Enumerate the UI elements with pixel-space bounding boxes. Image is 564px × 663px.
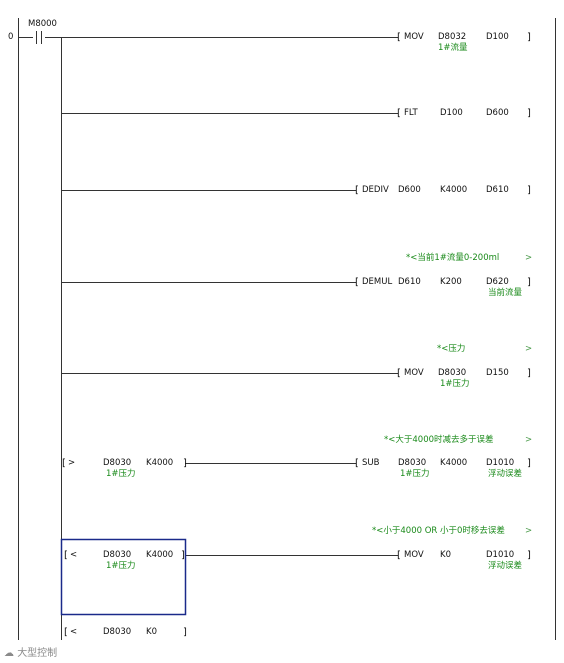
cmp-a: D8030 [103, 550, 132, 560]
cmp-a: D8030 [103, 458, 132, 468]
cmp-a-comment: 1#压力 [106, 561, 136, 571]
rung-note-flow: *<当前1#流量0-200ml [406, 253, 500, 263]
cmp-b: K0 [146, 627, 157, 637]
more-marker: > [525, 526, 533, 536]
instr-op: DEDIV [362, 185, 389, 195]
instr-src-comment: 1#流量 [438, 43, 468, 53]
instr-a: D600 [398, 185, 421, 195]
instr-dst: D1010 [486, 458, 515, 468]
rung-note-under: *<小于4000 OR 小于0时移去误差 [372, 526, 505, 536]
instr-b: K4000 [440, 185, 468, 195]
instr-op: MOV [404, 368, 424, 378]
more-marker: > [525, 344, 533, 354]
selection-box [60, 538, 187, 616]
instr-op: DEMUL [362, 277, 393, 287]
instr-src: D100 [440, 108, 463, 118]
step-number: 0 [8, 32, 14, 42]
instr-dst: D600 [486, 108, 509, 118]
instr-a: D610 [398, 277, 421, 287]
contact-m8000-label[interactable]: M8000 [28, 19, 57, 29]
instr-src-comment: 1#压力 [440, 379, 470, 389]
instr-dst: D620 [486, 277, 509, 287]
instr-op: SUB [362, 458, 380, 468]
instr-dst: D100 [486, 32, 509, 42]
instr-b: K4000 [440, 458, 468, 468]
rung-note-over: *<大于4000时减去多于误差 [384, 435, 494, 445]
instr-dst-comment: 当前流量 [488, 288, 523, 298]
cmp-b: K4000 [146, 550, 174, 560]
instr-op: MOV [404, 32, 424, 42]
instr-dst: D150 [486, 368, 509, 378]
cmp-op: < [70, 627, 78, 637]
instr-a: D8030 [398, 458, 427, 468]
cmp-a: D8030 [103, 627, 132, 637]
instr-dst-comment: 浮动误差 [488, 469, 523, 479]
cmp-op: > [68, 458, 76, 468]
more-marker: > [525, 253, 533, 263]
instr-src: D8030 [438, 368, 467, 378]
instr-op: FLT [404, 108, 418, 118]
instr-dst: D610 [486, 185, 509, 195]
rung-note-pressure: *<压力 [437, 344, 466, 354]
instr-src: K0 [440, 550, 451, 560]
instr-op: MOV [404, 550, 424, 560]
instr-a-comment: 1#压力 [400, 469, 430, 479]
instr-src: D8032 [438, 32, 467, 42]
instr-dst-comment: 浮动误差 [488, 561, 523, 571]
cloud-icon: ☁ [4, 648, 14, 659]
more-marker: > [525, 435, 533, 445]
cmp-b: K4000 [146, 458, 174, 468]
watermark-logo: ☁ 大型控制 [4, 648, 58, 659]
instr-b: K200 [440, 277, 462, 287]
cmp-op: < [70, 550, 78, 560]
instr-dst: D1010 [486, 550, 515, 560]
cmp-a-comment: 1#压力 [106, 469, 136, 479]
